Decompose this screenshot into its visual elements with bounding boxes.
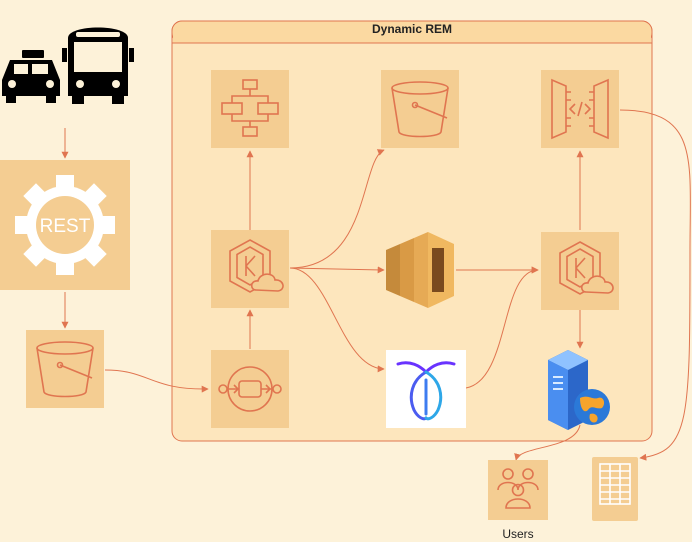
users-label: Users [502, 527, 534, 541]
users-node [488, 460, 548, 520]
database-node [592, 457, 638, 521]
edge-s3-sqs [104, 369, 209, 393]
rest-gear-icon [15, 175, 115, 275]
taxi-bus-icon [2, 27, 134, 104]
kinesis-stream-icon [386, 232, 454, 308]
queue-icon [218, 366, 282, 412]
s3-ingest-node [26, 330, 104, 408]
connectors [61, 109, 691, 461]
eks-cloud-icon [559, 241, 614, 295]
eks-cloud-icon [229, 239, 284, 293]
step-functions-icon [221, 79, 279, 137]
edge-cockroach-eks2 [465, 266, 539, 389]
s3-bucket-icon [391, 81, 449, 138]
api-gateway-node [541, 70, 619, 148]
web-server-node [548, 350, 610, 430]
edge-eks-s3store [289, 149, 385, 269]
edge-eks-kinesis [289, 266, 385, 274]
edge-eks-cockroach [289, 267, 385, 373]
cockroach-logo-icon [396, 361, 456, 421]
edge-apigw-database [619, 109, 691, 461]
kinesis-node [386, 232, 454, 308]
s3-store-node [381, 70, 459, 148]
users-icon [497, 468, 539, 509]
eks-left-node [211, 230, 289, 308]
rest-api-node: REST [0, 160, 130, 290]
rest-label: REST [40, 216, 91, 237]
group-title: Dynamic REM [371, 22, 453, 36]
dynamic-rem-group [171, 20, 653, 442]
s3-bucket-icon [36, 341, 94, 398]
api-gateway-icon [551, 78, 609, 140]
database-table-icon [599, 463, 631, 505]
edge-webserver-users [514, 424, 581, 461]
step-functions-node [211, 70, 289, 148]
web-server-icon [548, 350, 610, 430]
sqs-node [211, 350, 289, 428]
cockroach-node [386, 350, 466, 428]
eks-right-node [541, 232, 619, 310]
